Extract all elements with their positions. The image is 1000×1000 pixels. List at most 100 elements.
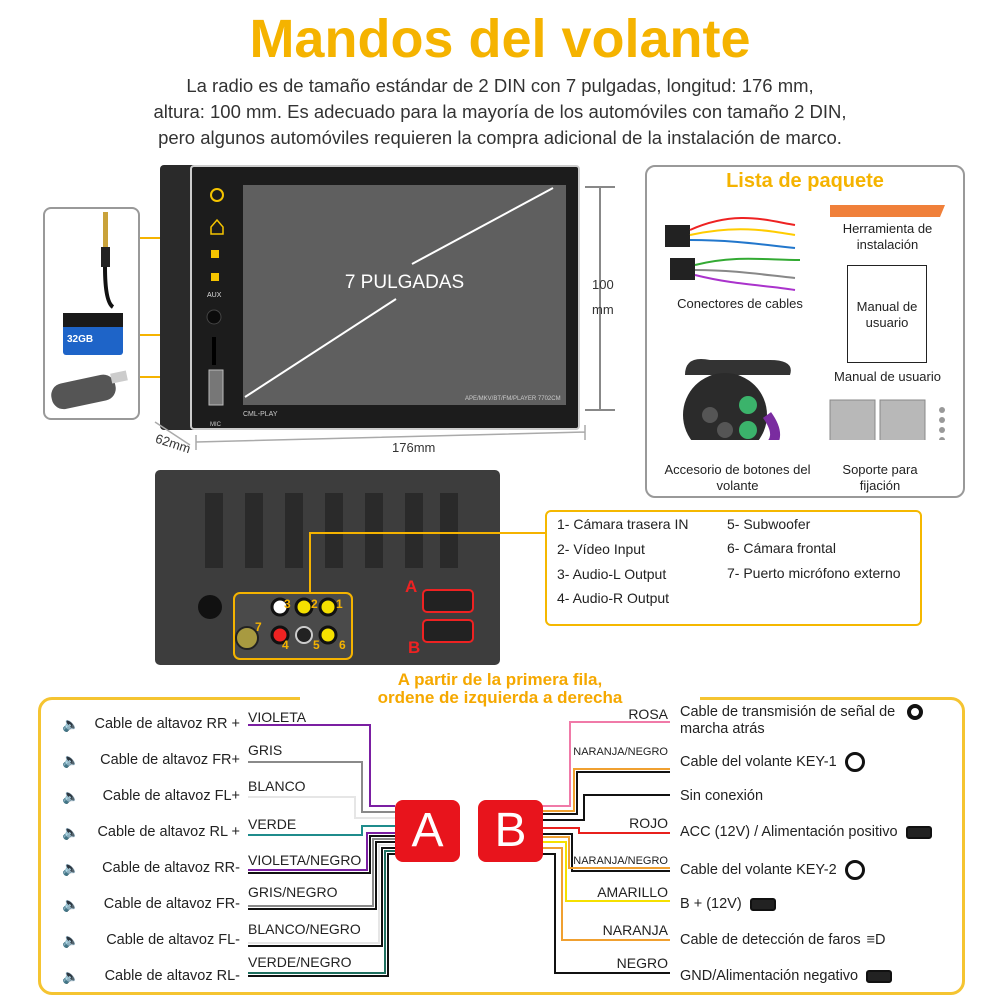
right-wire-color: AMARILLO bbox=[597, 884, 668, 900]
headlight-icon: ≡D bbox=[866, 932, 886, 948]
manual-inner-text: Manual de usuario bbox=[856, 299, 918, 330]
right-wire-color: NARANJA/NEGRO bbox=[573, 746, 668, 758]
usb-port bbox=[208, 369, 224, 406]
width-label: 176mm bbox=[392, 440, 436, 455]
port-number: 1 bbox=[336, 597, 343, 611]
wire-negro bbox=[542, 853, 670, 974]
port-number: 6 bbox=[339, 638, 346, 652]
right-wire-row: Cable de detección de faros ≡D bbox=[680, 932, 886, 949]
speaker-icon: 🔈 bbox=[62, 716, 80, 732]
speaker-icon: 🔈 bbox=[62, 932, 80, 948]
wire-blanco bbox=[248, 796, 395, 819]
right-wire-color: ROSA bbox=[628, 706, 668, 722]
wire-gris-negro-black bbox=[248, 841, 395, 910]
wire-naranja-negro-2 bbox=[542, 833, 670, 872]
camera-icon bbox=[895, 704, 924, 721]
port-legend bbox=[545, 510, 922, 626]
screen-size-label: 7 PULGADAS bbox=[344, 272, 465, 293]
legend-item: 5- Subwoofer bbox=[727, 516, 811, 532]
speaker-icon: 🔈 bbox=[62, 860, 80, 876]
wire-rosa bbox=[542, 721, 670, 807]
aux-label: AUX bbox=[207, 292, 222, 299]
installation-tool-icon bbox=[830, 205, 945, 217]
wire-violeta bbox=[248, 724, 395, 807]
wire-violeta-negro bbox=[248, 832, 395, 871]
speaker-icon: 🔈 bbox=[62, 824, 80, 840]
power-icon bbox=[210, 188, 224, 202]
left-wire-function: Cable de altavoz FR+ bbox=[100, 752, 240, 768]
aux-cable-icon bbox=[101, 212, 115, 309]
wire-gris-negro bbox=[248, 838, 395, 907]
left-wire-function: Cable de altavoz FL- bbox=[106, 932, 240, 948]
speaker-icon: 🔈 bbox=[62, 968, 80, 984]
left-wire-function: Cable de altavoz FL+ bbox=[102, 788, 240, 804]
steering-wheel-icon bbox=[837, 860, 865, 880]
port-number: 4 bbox=[282, 638, 289, 652]
volume-up-icon bbox=[211, 250, 219, 258]
usb-stick-icon bbox=[51, 370, 128, 410]
right-wire-function: Cable de detección de faros bbox=[680, 932, 861, 948]
port-number: 2 bbox=[311, 597, 318, 611]
right-wire-row: Sin conexión bbox=[680, 788, 763, 805]
package-item-label: Conectores de cables bbox=[677, 296, 803, 311]
legend-item: 7- Puerto micrófono externo bbox=[727, 565, 901, 581]
legend-item: 6- Cámara frontal bbox=[727, 540, 836, 556]
legend-item: 4- Audio-R Output bbox=[557, 590, 670, 606]
left-wire-function: Cable de altavoz RL + bbox=[97, 824, 240, 840]
wire-sin-conexion bbox=[542, 794, 670, 821]
aux-port bbox=[206, 309, 222, 325]
sd-card-icon bbox=[63, 313, 123, 355]
wire-rojo bbox=[542, 827, 670, 834]
wire-verde-negro bbox=[248, 850, 395, 974]
height-unit: mm bbox=[592, 302, 614, 317]
order-note: ordene de izquierda a derecha bbox=[300, 689, 700, 707]
package-list bbox=[645, 165, 965, 498]
package-item-label: Soporte para fijación bbox=[842, 462, 918, 493]
left-wire-color: BLANCO bbox=[248, 778, 306, 794]
speaker-icon: 🔈 bbox=[62, 752, 80, 768]
left-wire-function: Cable de altavoz RL- bbox=[104, 968, 240, 984]
steering-remote-icon bbox=[683, 359, 791, 440]
page-title: Mandos del volante bbox=[249, 9, 751, 69]
battery-icon bbox=[742, 896, 776, 912]
right-wire-function: GND/Alimentación negativo bbox=[680, 968, 859, 984]
connector-a-label: A bbox=[405, 577, 418, 596]
radio-details bbox=[206, 187, 554, 406]
left-wire-color: VIOLETA bbox=[248, 709, 307, 725]
wire-blanco-negro-black bbox=[248, 847, 395, 947]
package-title: Lista de paquete bbox=[726, 170, 884, 192]
wire-naranja-negro-1-stripe bbox=[542, 768, 670, 812]
mic-label: MIC bbox=[210, 422, 221, 428]
wire-amarillo bbox=[542, 841, 670, 902]
radio-screen bbox=[243, 185, 566, 405]
left-wire-color: VERDE/NEGRO bbox=[248, 954, 352, 970]
legend-item: 1- Cámara trasera IN bbox=[557, 516, 689, 532]
wire-gris bbox=[248, 761, 395, 813]
connector-b-port bbox=[422, 619, 474, 643]
speaker-icon: 🔈 bbox=[62, 896, 80, 912]
wire-naranja bbox=[542, 847, 670, 941]
right-wire-color: NEGRO bbox=[616, 955, 668, 971]
battery-icon bbox=[858, 968, 893, 984]
right-wire-row: GND/Alimentación negativo bbox=[680, 968, 893, 985]
mounting-bracket-icon bbox=[829, 399, 945, 440]
wire-naranja-negro-2-stripe bbox=[542, 836, 670, 869]
right-wire-function: Cable de transmisión de señal de bbox=[680, 704, 896, 720]
right-wire-row: Cable del volante KEY-2 bbox=[680, 860, 865, 880]
right-wire-color: NARANJA/NEGRO bbox=[573, 855, 668, 867]
package-item-label: Accesorio de botones del volante bbox=[664, 462, 811, 493]
description-line: altura: 100 mm. Es adecuado para la mayo… bbox=[153, 101, 847, 122]
connector-a-badge: A bbox=[395, 800, 460, 862]
connector-b-badge: B bbox=[478, 800, 543, 862]
steering-wheel-icon bbox=[837, 752, 865, 772]
wire-blanco-negro bbox=[248, 844, 395, 944]
brand-label: CML-PLAY bbox=[243, 411, 278, 418]
right-wire-function: Sin conexión bbox=[680, 788, 764, 804]
model-label: APE/MKV/BT/FM/PLAYER 7702CM bbox=[465, 396, 561, 402]
right-wire-function: Cable del volante KEY-2 bbox=[680, 861, 837, 878]
left-wire-color: VERDE bbox=[248, 816, 297, 832]
left-wire-color: BLANCO/NEGRO bbox=[248, 921, 361, 937]
package-illustrations bbox=[665, 205, 945, 440]
description-line: La radio es de tamaño estándar de 2 DIN … bbox=[186, 75, 814, 96]
